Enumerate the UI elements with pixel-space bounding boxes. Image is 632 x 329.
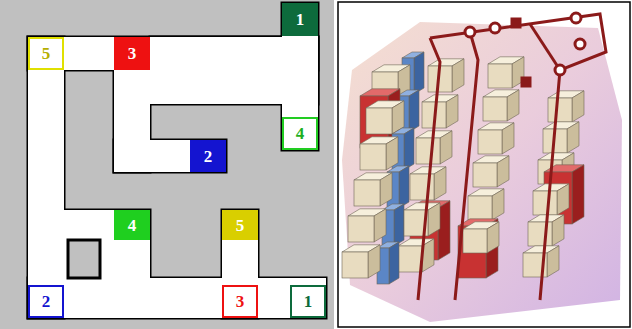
puzzle-number: 4 [296,125,305,142]
puzzle-cell: 1 [282,3,318,36]
puzzle-number: 5 [236,217,245,234]
puzzle-number: 4 [128,217,137,234]
puzzle-number: 3 [236,293,245,310]
puzzle-cell: 5 [28,37,64,70]
puzzle-cell: 4 [114,210,150,240]
puzzle-number: 5 [42,45,51,62]
puzzle-cell: 3 [222,285,258,318]
puzzle-cell: 1 [290,285,326,318]
puzzle-number: 1 [304,293,313,310]
puzzle-cell: 3 [114,37,150,70]
puzzle-cell: 5 [222,210,258,240]
puzzle-board [0,0,334,329]
puzzle-number: 3 [128,45,137,62]
puzzle-cell: 2 [28,285,64,318]
puzzle-number: 2 [42,293,51,310]
puzzle-number: 1 [296,11,305,28]
puzzle-cell: 2 [190,140,226,172]
puzzle-number: 2 [204,148,213,165]
rack-room-illustration [338,2,630,327]
puzzle-cell: 4 [282,117,318,150]
